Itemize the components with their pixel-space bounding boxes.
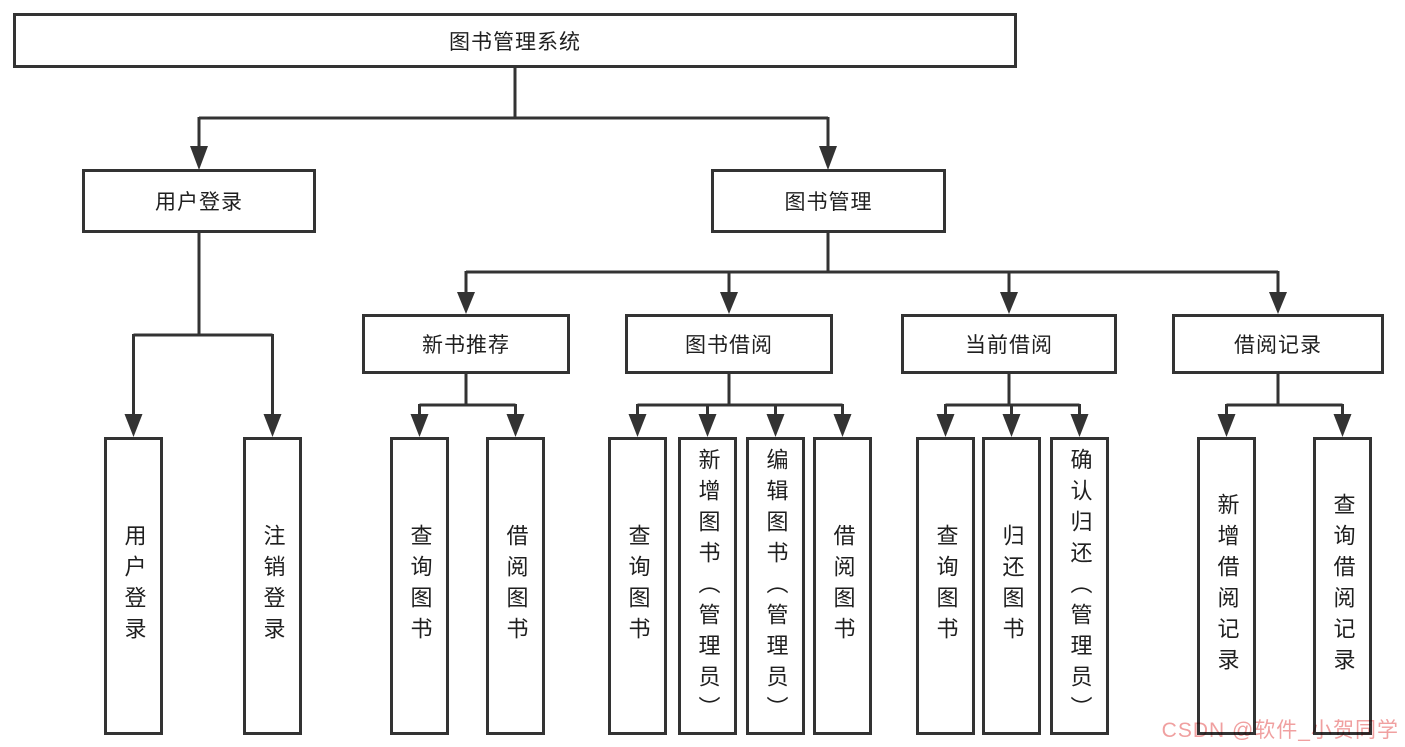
csdn-watermark: CSDN @软件_小贺同学 [1161, 719, 1399, 742]
leaf-borrow-books-1: 借阅图书 [486, 437, 545, 735]
leaf-edit-book-admin: 编辑图书（管理员） [746, 437, 805, 735]
leaf-user-login: 用户登录 [104, 437, 163, 735]
node-user-login: 用户登录 [82, 169, 316, 233]
leaf-confirm-return-admin: 确认归还（管理员） [1050, 437, 1109, 735]
leaf-logout: 注销登录 [243, 437, 302, 735]
node-current-borrow: 当前借阅 [901, 314, 1117, 374]
leaf-query-books-3: 查询图书 [916, 437, 975, 735]
leaf-query-books-2: 查询图书 [608, 437, 667, 735]
leaf-add-book-admin: 新增图书（管理员） [678, 437, 737, 735]
node-book-management: 图书管理 [711, 169, 946, 233]
leaf-return-book: 归还图书 [982, 437, 1041, 735]
node-new-book-recommend: 新书推荐 [362, 314, 570, 374]
leaf-borrow-books-2: 借阅图书 [813, 437, 872, 735]
node-library-management-system: 图书管理系统 [13, 13, 1017, 68]
node-book-borrow: 图书借阅 [625, 314, 833, 374]
leaf-query-books-1: 查询图书 [390, 437, 449, 735]
leaf-query-borrow-record: 查询借阅记录 [1313, 437, 1372, 735]
node-borrow-records: 借阅记录 [1172, 314, 1384, 374]
leaf-add-borrow-record: 新增借阅记录 [1197, 437, 1256, 735]
